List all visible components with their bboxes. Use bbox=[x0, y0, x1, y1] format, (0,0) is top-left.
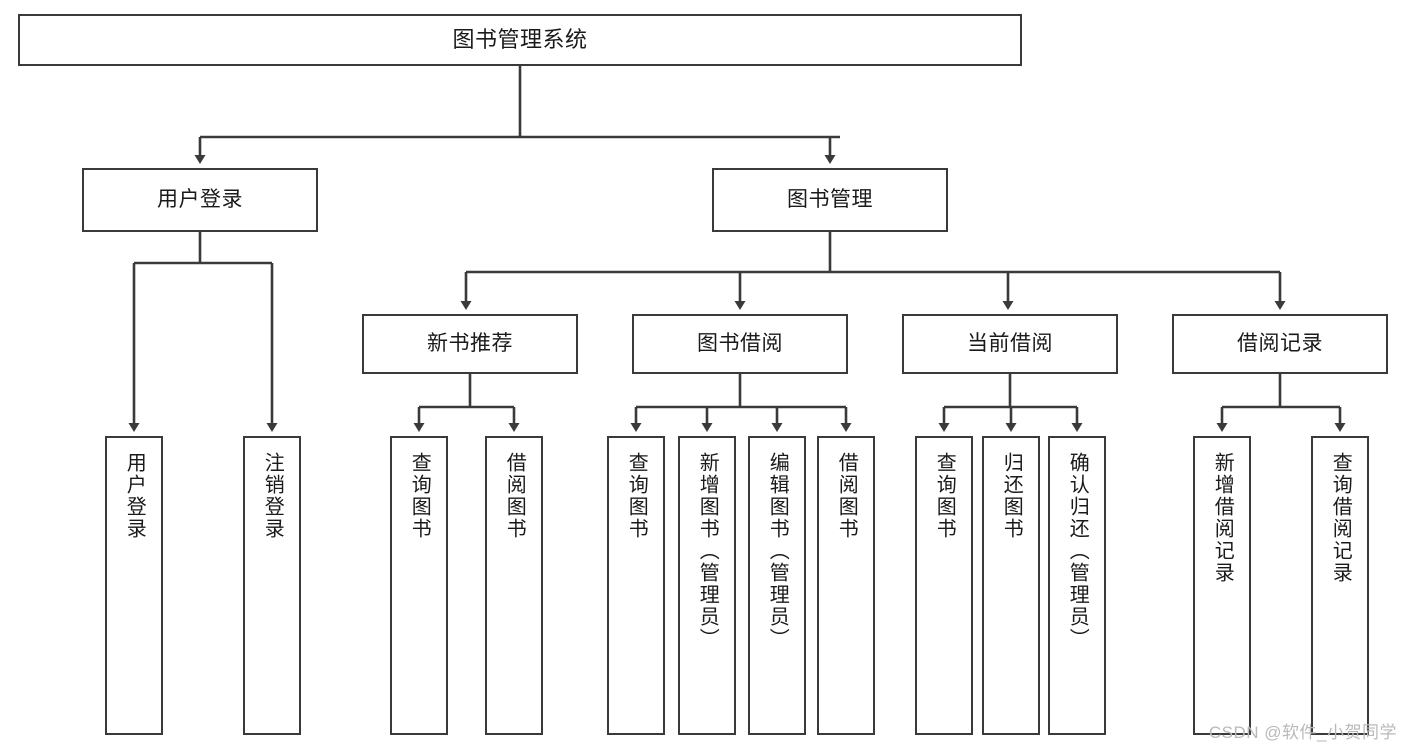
node-label: 图书管理 bbox=[787, 187, 873, 211]
node-leaf-borrow-book-recommend[interactable]: 借阅图书 bbox=[485, 436, 543, 735]
node-leaf-query-book-borrow[interactable]: 查询图书 bbox=[607, 436, 665, 735]
node-leaf-edit-book[interactable]: 编辑图书（管理员） bbox=[748, 436, 806, 735]
node-label: 借阅记录 bbox=[1237, 331, 1323, 355]
node-label: 注销登录 bbox=[261, 452, 284, 540]
node-leaf-return-book[interactable]: 归还图书 bbox=[982, 436, 1040, 735]
node-label: 借阅图书 bbox=[835, 452, 858, 540]
node-new-book-recommend[interactable]: 新书推荐 bbox=[362, 314, 578, 374]
node-label: 归还图书 bbox=[1000, 452, 1023, 540]
node-borrow-record[interactable]: 借阅记录 bbox=[1172, 314, 1388, 374]
node-label: 查询借阅记录 bbox=[1329, 452, 1352, 584]
node-label: 查询图书 bbox=[933, 452, 956, 540]
node-label: 新增图书（管理员） bbox=[696, 452, 719, 650]
node-label: 用户登录 bbox=[157, 187, 243, 211]
node-label: 借阅图书 bbox=[503, 452, 526, 540]
node-leaf-query-book-current[interactable]: 查询图书 bbox=[915, 436, 973, 735]
node-leaf-add-borrow-record[interactable]: 新增借阅记录 bbox=[1193, 436, 1251, 735]
node-label: 确认归还（管理员） bbox=[1066, 452, 1089, 650]
node-label: 图书管理系统 bbox=[452, 27, 588, 53]
watermark-text: CSDN @软件_小贺同学 bbox=[1208, 723, 1397, 742]
node-book-manage[interactable]: 图书管理 bbox=[712, 168, 948, 232]
node-label: 用户登录 bbox=[123, 452, 146, 540]
node-leaf-borrow-book[interactable]: 借阅图书 bbox=[817, 436, 875, 735]
node-leaf-query-borrow-record[interactable]: 查询借阅记录 bbox=[1311, 436, 1369, 735]
node-label: 图书借阅 bbox=[697, 331, 783, 355]
node-leaf-logout[interactable]: 注销登录 bbox=[243, 436, 301, 735]
node-book-borrow[interactable]: 图书借阅 bbox=[632, 314, 848, 374]
node-user-login[interactable]: 用户登录 bbox=[82, 168, 318, 232]
node-leaf-query-book-recommend[interactable]: 查询图书 bbox=[390, 436, 448, 735]
node-label: 查询图书 bbox=[625, 452, 648, 540]
node-leaf-confirm-return[interactable]: 确认归还（管理员） bbox=[1048, 436, 1106, 735]
node-label: 查询图书 bbox=[408, 452, 431, 540]
node-label: 新书推荐 bbox=[427, 331, 513, 355]
node-current-borrow[interactable]: 当前借阅 bbox=[902, 314, 1118, 374]
node-root-book-management-system[interactable]: 图书管理系统 bbox=[18, 14, 1022, 66]
node-label: 新增借阅记录 bbox=[1211, 452, 1234, 584]
node-leaf-add-book[interactable]: 新增图书（管理员） bbox=[678, 436, 736, 735]
node-label: 编辑图书（管理员） bbox=[766, 452, 789, 650]
node-label: 当前借阅 bbox=[967, 331, 1053, 355]
node-leaf-user-login[interactable]: 用户登录 bbox=[105, 436, 163, 735]
